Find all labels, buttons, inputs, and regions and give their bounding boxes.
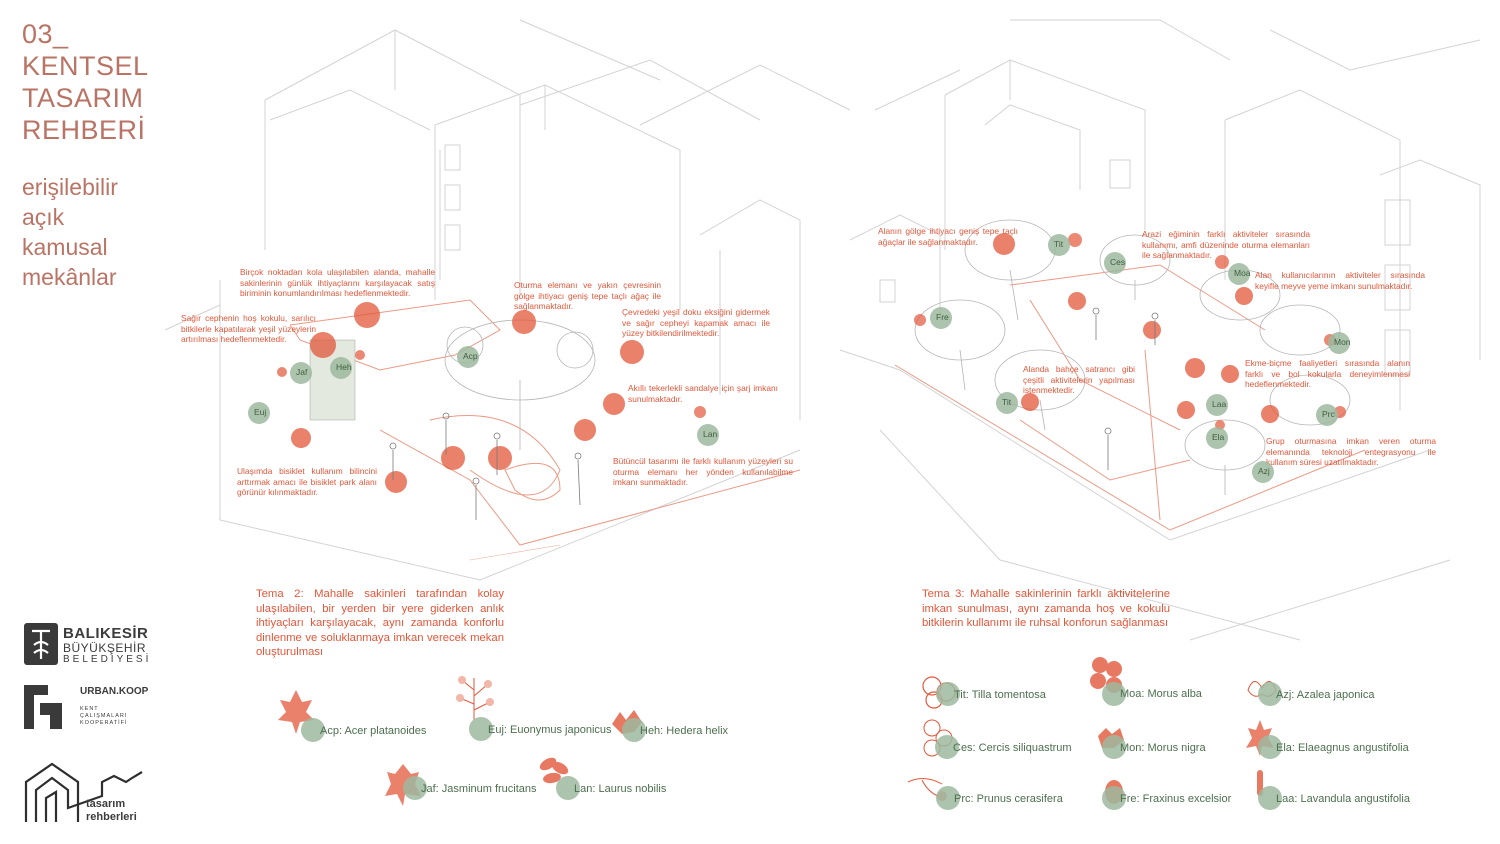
subtitle-line: açık <box>22 204 65 230</box>
legend-moa: Moa: Morus alba <box>1120 688 1202 700</box>
urbankoop-subtitle: KENT ÇALIŞMALARI KOOPERATİFİ <box>80 706 128 726</box>
design-guides-text: tasarım <box>86 798 126 810</box>
house-outline-icon <box>24 762 143 822</box>
legend-dot <box>936 682 960 706</box>
page-title: 03_ KENTSEL TASARIM REHBERİ <box>22 18 149 146</box>
municipality-name: BÜYÜKŞEHİR <box>63 641 147 655</box>
legend-dot <box>935 735 959 759</box>
municipality-emblem-icon <box>24 623 58 665</box>
title-line: TASARIM <box>22 83 144 113</box>
annotation-kiosk: Birçok noktadan kola ulaşılabilen alanda… <box>240 267 435 298</box>
legend-ces: Ces: Cercis siliquastrum <box>953 742 1072 754</box>
annotation-shade: Alanın gölge ihtiyacı geniş tepe taçlı a… <box>878 226 1018 247</box>
annotation-chess: Alanda bahçe satrancı gibi çeşitli aktiv… <box>1023 364 1135 395</box>
legend-prc: Prc: Prunus cerasifera <box>954 793 1063 805</box>
title-line: KENTSEL <box>22 51 149 81</box>
legend-mon: Mon: Morus nigra <box>1120 742 1206 754</box>
legend-jaf: Jaf: Jasminum frucitans <box>421 783 537 795</box>
subtitle-line: erişilebilir <box>22 174 118 200</box>
legend-euj: Euj: Euonymus japonicus <box>488 724 612 736</box>
urbankoop-emblem-icon <box>24 685 62 729</box>
annotation-fruit: Alan kullanıcılarının aktiviteler sırası… <box>1255 270 1425 291</box>
subtitle-line: kamusal <box>22 234 108 260</box>
title-line: 03_ <box>22 19 69 49</box>
annotation-group-seating: Grup oturmasına imkan veren oturma elema… <box>1266 436 1436 467</box>
legend-laa: Laa: Lavandula angustifolia <box>1276 793 1410 805</box>
legend-dot <box>1258 786 1282 810</box>
plant-illustration-icon <box>1246 720 1274 756</box>
plant-illustration-icon <box>456 676 494 720</box>
title-line: REHBERİ <box>22 115 146 145</box>
urbankoop-name: URBAN.KOOP <box>80 686 149 697</box>
legend-lan: Lan: Laurus nobilis <box>574 783 667 795</box>
annotation-bicycle: Ulaşımda bisiklet kullanım bilincini art… <box>237 466 377 497</box>
legend-dot <box>1258 682 1282 706</box>
legend-dot <box>556 776 580 800</box>
legend-dot <box>936 786 960 810</box>
legend-dot <box>1102 735 1126 759</box>
municipality-name: BALIKESİR <box>63 625 149 642</box>
legend-heh: Heh: Hedera helix <box>640 725 729 737</box>
design-guides-text: rehberleri <box>86 811 137 823</box>
legend-dot <box>1102 786 1126 810</box>
subtitle-line: mekânlar <box>22 264 117 290</box>
theme-3-text: Tema 3: Mahalle sakinlerinin farklı akti… <box>922 588 1170 629</box>
annotation-seating: Bütüncül tasarımı ile farklı kullanım yü… <box>613 456 793 487</box>
legend-azj: Azj: Azalea japonica <box>1276 689 1375 701</box>
legend-dot <box>403 776 427 800</box>
annotation-green-wall: Sağır cephenin hoş kokulu, sarılıcı bitk… <box>181 313 316 344</box>
legend-fre: Fre: Fraxinus excelsior <box>1120 793 1232 805</box>
annotation-surface-greening: Çevredeki yeşil doku eksiğini gidermek v… <box>622 307 770 338</box>
annotation-amphi: Arazi eğiminin farklı aktiviteler sırası… <box>1142 229 1310 260</box>
theme-2-text: Tema 2: Mahalle sakinleri tarafından kol… <box>256 588 504 658</box>
page-subtitle: erişilebilir açık kamusal mekânlar <box>22 172 118 292</box>
legend-ela: Ela: Elaeagnus angustifolia <box>1276 742 1409 754</box>
legend-dot <box>301 718 325 742</box>
legend-dot <box>1258 735 1282 759</box>
annotation-charging: Akıllı tekerlekli sandalye için şarj imk… <box>628 383 778 404</box>
legend-dot <box>1102 682 1126 706</box>
plant-illustration-icon <box>539 757 569 784</box>
municipality-name: BELEDİYESİ <box>63 654 152 665</box>
annotation-gardening: Ekme-biçme faaliyetleri sırasında alanın… <box>1245 358 1410 389</box>
legend-acp: Acp: Acer platanoides <box>320 725 427 737</box>
legend-dot <box>469 717 493 741</box>
plant-illustration-icon <box>278 690 314 734</box>
annotation-shade-tree: Oturma elemanı ve yakın çevresinin gölge… <box>514 280 661 311</box>
legend-dot <box>622 718 646 742</box>
legend-tit: Tit: Tilla tomentosa <box>954 689 1046 701</box>
